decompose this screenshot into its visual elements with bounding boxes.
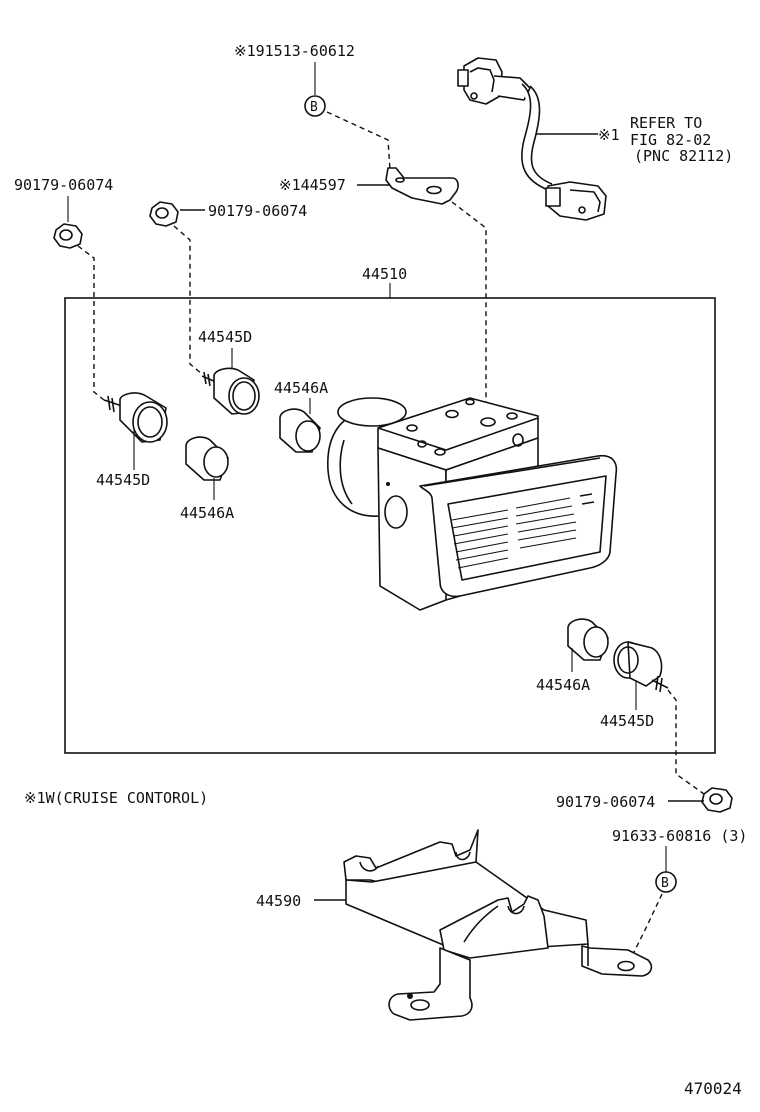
label-wire-callout: ※1: [598, 126, 620, 144]
main-bracket-icon: [343, 829, 653, 1021]
nut-right-icon: [701, 787, 733, 813]
label-refer-2: FIG 82-02: [630, 131, 711, 149]
collar-a-mid-icon: [279, 408, 321, 453]
label-note: ※1W(CRUISE CONTOROL): [24, 789, 208, 807]
wire-harness-icon: [457, 57, 607, 221]
svg-text:B: B: [310, 100, 318, 115]
label-collar-a-left: 44546A: [180, 504, 234, 522]
label-cushion-d-left: 44545D: [96, 471, 150, 489]
nut-mid-icon: [149, 201, 179, 227]
label-refer-1: REFER TO: [630, 114, 702, 132]
label-bracket-main: 44590: [256, 892, 301, 910]
label-cushion-d-top: 44545D: [198, 328, 252, 346]
label-bolt-b-top: ※191513-60612: [234, 42, 355, 60]
svg-text:B: B: [661, 876, 669, 891]
label-assembly: 44510: [362, 265, 407, 283]
label-cushion-d-right: 44545D: [600, 712, 654, 730]
bolt-b-marker-top: B: [304, 95, 326, 117]
bolt-b-marker-bottom: B: [655, 871, 677, 893]
nut-left-icon: [53, 223, 83, 249]
abs-actuator-icon: [327, 397, 618, 611]
label-refer-3: (PNC 82112): [634, 147, 733, 165]
label-collar-a-mid: 44546A: [274, 379, 328, 397]
cushion-d-top-icon: [201, 367, 260, 415]
label-bracket-small: ※144597: [279, 176, 346, 194]
label-nut-mid: 90179-06074: [208, 202, 307, 220]
label-nut-right: 90179-06074: [556, 793, 655, 811]
cushion-d-right-icon: [613, 641, 669, 693]
label-collar-a-right: 44546A: [536, 676, 590, 694]
collar-a-left-icon: [185, 436, 229, 481]
cushion-d-left-icon: [103, 392, 168, 443]
collar-a-right-icon: [567, 618, 609, 661]
label-drawing-number: 470024: [684, 1079, 742, 1098]
label-nut-left: 90179-06074: [14, 176, 113, 194]
label-bolt-b-bottom: 91633-60816 (3): [612, 827, 747, 845]
small-bracket-icon: [385, 167, 459, 205]
